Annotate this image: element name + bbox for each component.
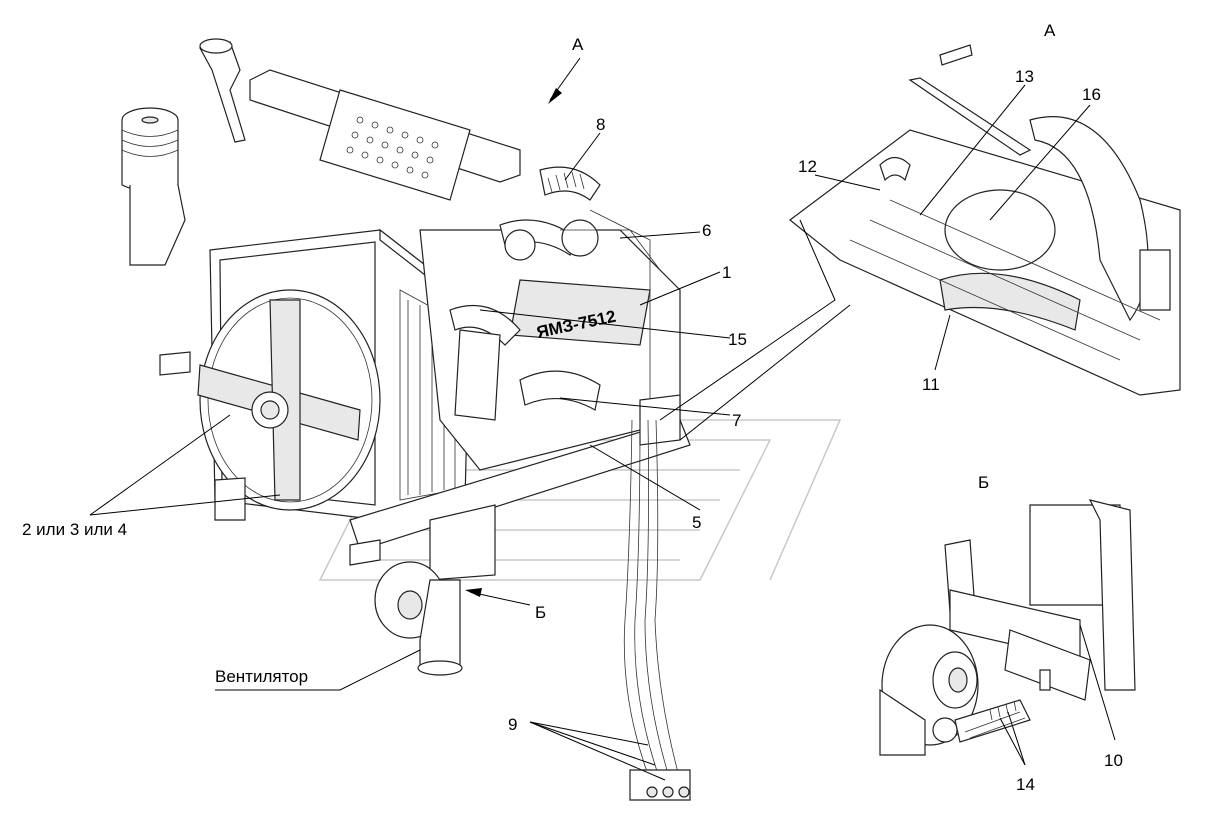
callout-15: 15 bbox=[728, 330, 747, 349]
view-b-detail bbox=[879, 499, 1136, 756]
view-a-title: А bbox=[1044, 21, 1056, 40]
callout-13: 13 bbox=[1015, 67, 1034, 86]
exhaust-system bbox=[199, 38, 601, 201]
blower-fan bbox=[374, 561, 463, 676]
callout-6: 6 bbox=[702, 221, 711, 240]
hydraulic-hoses bbox=[623, 419, 691, 801]
callout-16: 16 bbox=[1082, 85, 1101, 104]
view-a-detail bbox=[789, 44, 1181, 396]
view-b-title: Б bbox=[978, 473, 989, 492]
callout-11: 11 bbox=[922, 375, 940, 394]
muffler-perforation bbox=[346, 116, 439, 179]
callout-8: 8 bbox=[596, 115, 605, 134]
leader-lines bbox=[89, 57, 1116, 781]
air-filter bbox=[121, 107, 186, 266]
view-b-arrow-label: Б bbox=[535, 603, 546, 622]
main-engine-assembly: ЯМЗ-7512 bbox=[121, 38, 691, 801]
callout-labels: А А Б Б 8 6 1 15 7 5 9 2 или 3 или 4 Вен… bbox=[22, 21, 1123, 794]
callout-2-3-4: 2 или 3 или 4 bbox=[22, 520, 127, 539]
view-a-arrow-label: А bbox=[572, 35, 584, 54]
callout-5: 5 bbox=[692, 513, 701, 532]
callout-7: 7 bbox=[732, 411, 741, 430]
fan-shroud bbox=[159, 289, 381, 511]
callout-12: 12 bbox=[798, 157, 817, 176]
callout-10: 10 bbox=[1104, 751, 1123, 770]
callout-fan: Вентилятор bbox=[215, 667, 308, 686]
callout-14: 14 bbox=[1016, 775, 1035, 794]
callout-1: 1 bbox=[722, 263, 731, 282]
callout-9: 9 bbox=[508, 715, 517, 734]
